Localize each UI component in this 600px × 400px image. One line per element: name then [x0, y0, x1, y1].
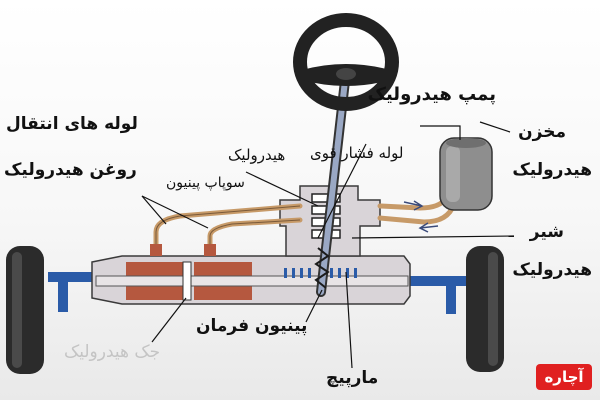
label-reservoir-line1: مخزن [518, 122, 566, 142]
label-pinion-valve: سوپاپ پینیون [166, 175, 245, 191]
left-tie-rod-end [58, 272, 68, 312]
label-transfer-pipes-line1: لوله های انتقال [6, 114, 138, 134]
brand-logo: آچاره [536, 364, 592, 390]
label-transfer-pipes-line2: روغن هیدرولیک [4, 160, 137, 180]
pump-highlight [446, 146, 460, 202]
rack-bar [95, 275, 409, 287]
label-high-pressure-line2: هیدرولیک [228, 146, 286, 164]
steering-hub [336, 68, 356, 80]
rack-teeth [284, 268, 357, 278]
flow-arrow-top [403, 200, 424, 211]
flow-arrow-bottom [418, 222, 439, 233]
label-valve-line2: هیدرولیک [512, 260, 592, 280]
left-wheel-tread [12, 252, 22, 368]
right-tie-rod-end [446, 276, 456, 314]
label-hydraulic-pump: پمپ هیدرولیک [367, 84, 496, 105]
right-pipe-fitting [204, 244, 216, 256]
leader-lines [141, 121, 515, 369]
label-reservoir-line2: هیدرولیک [512, 160, 592, 180]
jack-piston [182, 261, 192, 301]
steering-wheel [293, 13, 399, 111]
label-high-pressure-line1: لوله فشار قوی [310, 144, 404, 162]
label-valve-line1: شیر [529, 222, 564, 242]
left-wheel [6, 246, 44, 374]
worm-gear [314, 247, 330, 289]
pump-cap [446, 138, 486, 148]
label-worm-gear: مارپیچ [326, 368, 379, 388]
right-tie-rod [408, 276, 466, 286]
left-pipe-fitting [150, 244, 162, 256]
pipe-outline [155, 205, 301, 246]
label-steering-pinion: پینیون فرمان [196, 316, 308, 336]
left-tie-rod [48, 272, 98, 282]
right-wheel-tread [488, 252, 498, 366]
label-hydraulic-jack: جک هیدرولیک [64, 342, 161, 362]
right-wheel [466, 246, 504, 372]
